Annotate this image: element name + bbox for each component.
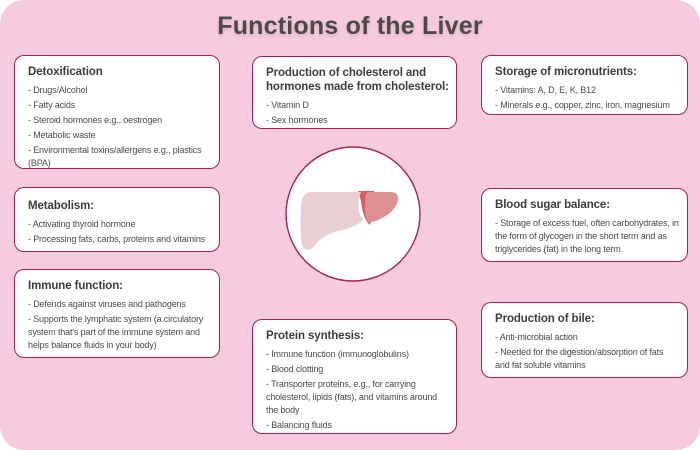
page-title: Functions of the Liver <box>217 12 483 40</box>
box-production-of-cholesterol: Production of cholesterol and hormones m… <box>252 56 457 129</box>
box-items: - Storage of excess fuel, often carbohyd… <box>495 217 680 256</box>
list-item: - Anti-microbial action <box>495 332 578 342</box>
box-heading: Blood sugar balance: <box>495 199 610 211</box>
box-items: - Drugs/Alcohol - Fatty acids - Steroid ho… <box>28 84 212 168</box>
box-protein-synthesis: Protein synthesis: - Immune function (im… <box>252 319 457 434</box>
list-item: - Drugs/Alcohol <box>28 85 88 95</box>
box-heading: Metabolism: <box>28 200 94 212</box>
liver-icon <box>285 146 421 282</box>
box-heading: Immune function: <box>28 280 123 292</box>
list-item: - Minerals e.g., copper, zinc, iron, mag… <box>495 100 670 110</box>
box-items: - Anti-microbial action - Needed for the … <box>495 331 680 372</box>
liver-illustration <box>284 145 422 283</box>
list-item: - Vitamin D <box>266 100 309 110</box>
list-item: - Supports the lymphatic system (a circu… <box>28 314 204 350</box>
box-items: - Vitamin D - Sex hormones <box>266 99 449 127</box>
box-immune-function: Immune function: - Defends against virus… <box>14 269 220 358</box>
list-item: - Transporter proteins, e.g., for carryi… <box>266 379 438 415</box>
box-heading: Detoxification <box>28 66 103 78</box>
box-items: - Immune function (immunoglobulins) - Blo… <box>266 348 449 432</box>
box-items: - Defends against viruses and pathogens -… <box>28 298 212 352</box>
list-item: - Storage of excess fuel, often carbohyd… <box>495 218 679 254</box>
list-item: - Metabolic waste <box>28 130 96 140</box>
list-item: - Processing fats, carbs, proteins and v… <box>28 234 206 244</box>
box-storage-of-micronutrients: Storage of micronutrients: - Vitamins: A… <box>481 55 688 115</box>
list-item: - Fatty acids <box>28 100 76 110</box>
list-item: - Immune function (immunoglobulins) <box>266 349 409 359</box>
list-item: - Steroid hormones e.g., oestrogen <box>28 115 162 125</box>
box-items: - Activating thyroid hormone - Processing… <box>28 218 212 246</box>
box-blood-sugar-balance: Blood sugar balance: - Storage of excess… <box>481 188 688 262</box>
box-metabolism: Metabolism: - Activating thyroid hormone… <box>14 187 220 252</box>
list-item: - Sex hormones <box>266 115 328 125</box>
list-item: - Balancing fluids <box>266 420 332 430</box>
box-heading: Storage of micronutrients: <box>495 66 637 78</box>
list-item: - Activating thyroid hormone <box>28 219 136 229</box>
liver-right-lobe-shape <box>364 192 399 223</box>
list-item: - Defends against viruses and pathogens <box>28 299 186 309</box>
box-heading: Production of cholesterol and hormones m… <box>266 67 449 93</box>
box-items: - Vitamins: A, D, E, K, B12 - Minerals e.… <box>495 84 680 112</box>
liver-left-lobe-shape <box>300 192 363 250</box>
box-heading: Production of bile: <box>495 313 595 325</box>
box-heading: Protein synthesis: <box>266 330 364 342</box>
box-production-of-bile: Production of bile: - Anti-microbial act… <box>481 302 688 378</box>
list-item: - Vitamins: A, D, E, K, B12 <box>495 85 596 95</box>
list-item: - Blood clotting <box>266 364 324 374</box>
list-item: - Environmental toxins/allergens e.g., p… <box>28 145 202 168</box>
box-detoxification: Detoxification - Drugs/Alcohol - Fatty ac… <box>14 55 220 169</box>
list-item: - Needed for the digestion/absorption of… <box>495 347 664 370</box>
